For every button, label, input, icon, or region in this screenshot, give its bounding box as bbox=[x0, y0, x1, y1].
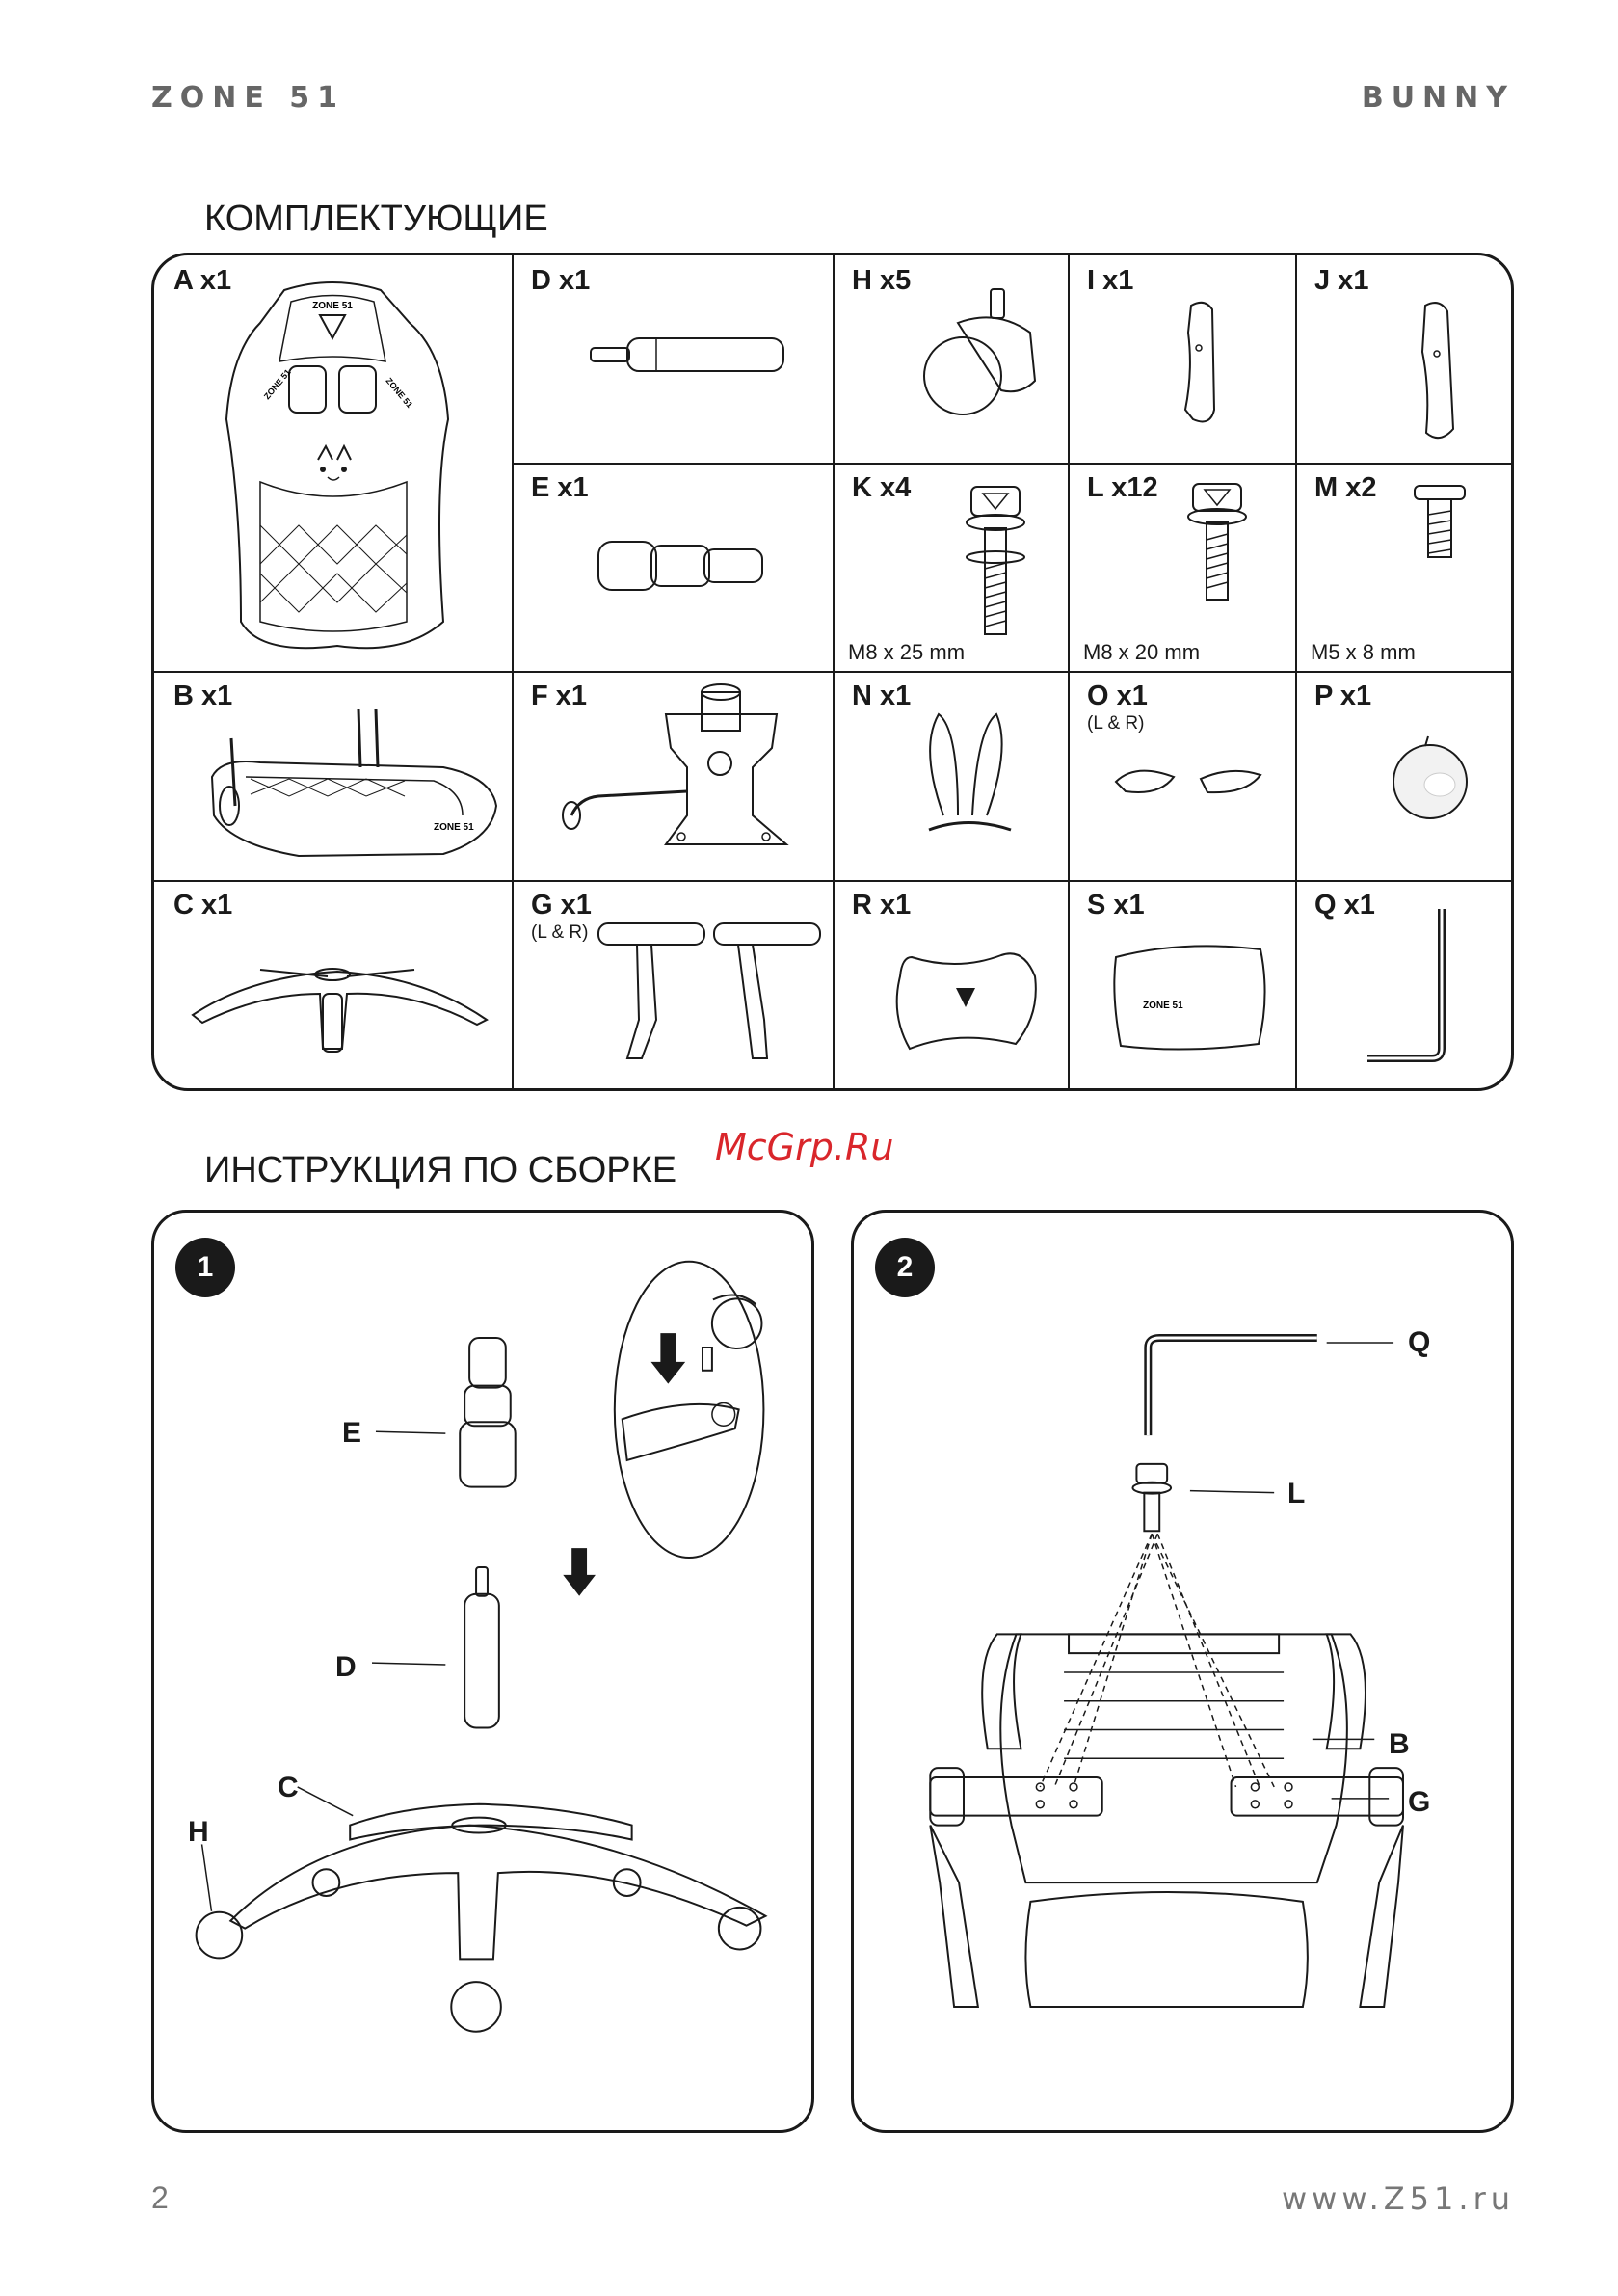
page-number: 2 bbox=[151, 2180, 169, 2216]
cylinder-cover-illustration bbox=[512, 463, 833, 671]
cover-j-illustration bbox=[1295, 255, 1514, 463]
armrests-illustration bbox=[512, 880, 833, 1091]
step2-callout-g: G bbox=[1408, 1786, 1430, 1819]
part-cell-f: F x1 bbox=[512, 671, 833, 880]
step1-illustration bbox=[154, 1213, 811, 2130]
cover-i-illustration bbox=[1068, 255, 1295, 463]
part-cell-m: M x2 M5 x 8 mm bbox=[1295, 463, 1514, 671]
tilt-mechanism-illustration bbox=[512, 671, 833, 880]
side-covers-illustration bbox=[1068, 671, 1295, 880]
parts-title: КОМПЛЕКТУЮЩИЕ bbox=[204, 199, 548, 240]
part-cell-p: P x1 bbox=[1295, 671, 1514, 880]
pompom-tail-illustration bbox=[1295, 671, 1514, 880]
step1-panel: 1 E D C H bbox=[151, 1210, 814, 2133]
part-cell-r: R x1 bbox=[833, 880, 1068, 1091]
pillow-logo-text: ZONE 51 bbox=[1143, 1001, 1183, 1011]
part-cell-o: O x1 (L & R) bbox=[1068, 671, 1295, 880]
part-cell-i: I x1 bbox=[1068, 255, 1295, 463]
step2-callout-b: B bbox=[1389, 1728, 1410, 1761]
brand-logo-left: ZONE 51 bbox=[151, 81, 345, 115]
part-cell-d: D x1 bbox=[512, 255, 833, 463]
bolt-k-illustration bbox=[833, 463, 1068, 671]
part-cell-g: G x1 (L & R) bbox=[512, 880, 833, 1091]
step2-callout-l: L bbox=[1287, 1478, 1305, 1510]
part-cell-q: Q x1 bbox=[1295, 880, 1514, 1091]
part-cell-c: C x1 bbox=[154, 880, 512, 1091]
step1-callout-d: D bbox=[335, 1651, 357, 1684]
step1-callout-e: E bbox=[342, 1417, 361, 1450]
hex-key-illustration bbox=[1295, 880, 1514, 1091]
screw-m-illustration bbox=[1295, 463, 1514, 671]
part-cell-h: H x5 bbox=[833, 255, 1068, 463]
seat-logo-text: ZONE 51 bbox=[434, 822, 474, 833]
gas-cylinder-illustration bbox=[512, 255, 833, 463]
part-cell-a: A x1 ZONE 51 ZONE 51 ZONE 51 bbox=[154, 255, 512, 671]
bunny-ears-illustration bbox=[833, 671, 1068, 880]
watermark: McGrp.Ru bbox=[715, 1126, 893, 1168]
part-cell-j: J x1 bbox=[1295, 255, 1514, 463]
step2-callout-q: Q bbox=[1408, 1326, 1430, 1359]
part-cell-s: S x1 ZONE 51 bbox=[1068, 880, 1295, 1091]
part-cell-b: B x1 ZONE 51 bbox=[154, 671, 512, 880]
backrest-illustration: ZONE 51 ZONE 51 ZONE 51 bbox=[154, 255, 512, 671]
backrest-side-logo-text-right: ZONE 51 bbox=[384, 376, 414, 410]
step1-callout-c: C bbox=[278, 1772, 299, 1804]
backrest-logo-text: ZONE 51 bbox=[312, 301, 353, 311]
caster-illustration bbox=[833, 255, 1068, 463]
star-base-illustration bbox=[154, 880, 512, 1091]
part-cell-e: E x1 bbox=[512, 463, 833, 671]
step1-callout-h: H bbox=[188, 1816, 209, 1849]
instructions-title: ИНСТРУКЦИЯ ПО СБОРКЕ bbox=[204, 1150, 676, 1191]
backrest-side-logo-text: ZONE 51 bbox=[262, 367, 293, 401]
part-cell-l: L x12 M8 x 20 mm bbox=[1068, 463, 1295, 671]
brand-model-right: BUNNY bbox=[1362, 81, 1515, 115]
bolt-l-illustration bbox=[1068, 463, 1295, 671]
neck-pillow-illustration bbox=[833, 880, 1068, 1091]
part-cell-n: N x1 bbox=[833, 671, 1068, 880]
step2-panel: 2 bbox=[851, 1210, 1514, 2133]
part-cell-k: K x4 M8 x 25 mm bbox=[833, 463, 1068, 671]
seat-illustration: ZONE 51 bbox=[154, 671, 512, 880]
footer-url[interactable]: www.Z51.ru bbox=[1282, 2180, 1515, 2217]
lumbar-pillow-illustration: ZONE 51 bbox=[1068, 880, 1295, 1091]
parts-grid: A x1 ZONE 51 ZONE 51 ZONE 51 D x1 H x5 bbox=[151, 253, 1514, 1091]
